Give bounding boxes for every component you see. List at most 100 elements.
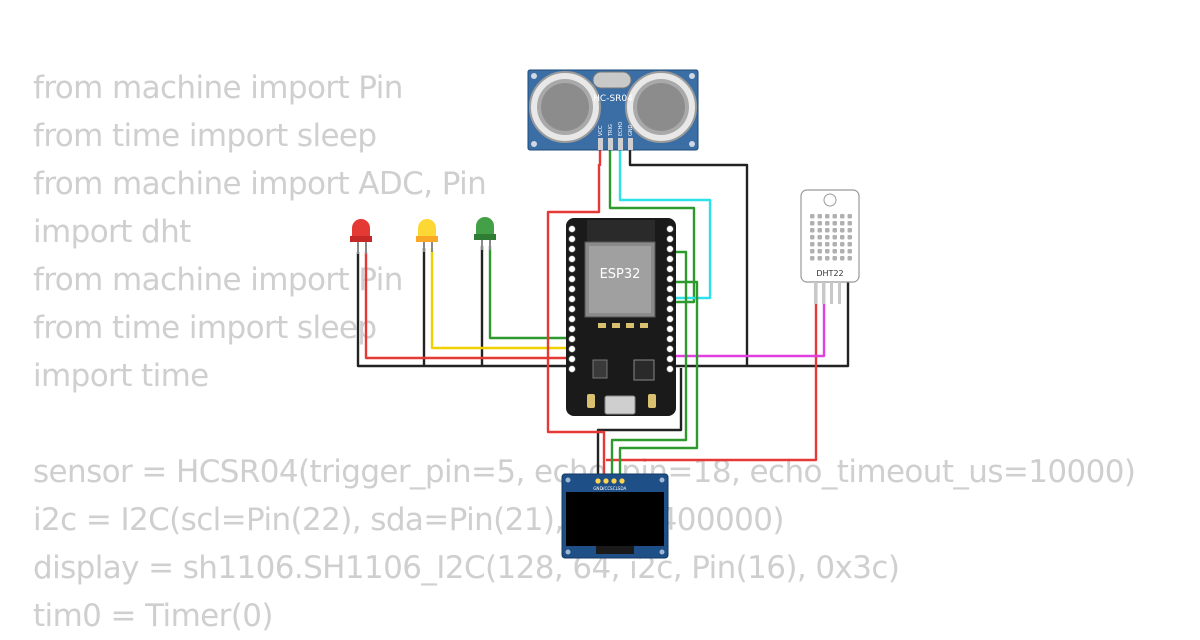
esp32-pin [568,315,576,323]
dht22-vent [810,228,815,233]
dht22-vent [810,214,815,219]
dht22-vent [847,249,852,254]
dht22-vent [810,221,815,226]
wire-echo [618,148,712,300]
code-overlay: from machine import Pin from time import … [33,64,1136,640]
esp32-pin [666,315,674,323]
dht22-vent [840,235,845,240]
oled-pin-sda: SDA [618,486,627,491]
wire-yellow-led-signal [430,248,575,350]
dht22-vent [847,221,852,226]
dht22-vent [810,249,815,254]
esp32-pin [666,225,674,233]
esp32-pin [666,265,674,273]
oled-pin-scl: SCL [610,486,619,491]
esp32-pin [568,235,576,243]
esp32-pin [666,355,674,363]
dht22-vent [840,256,845,261]
esp32-pin [568,345,576,353]
code-line: display = sh1106.SH1106_I2C(128, 64, i2c… [33,550,900,586]
dht22-vent [832,221,837,226]
esp32-pin [568,365,576,373]
code-line: from machine import ADC, Pin [33,166,487,202]
dht22-vent [832,228,837,233]
dht22-vent [840,221,845,226]
esp32-pin [666,305,674,313]
led-green [474,217,496,250]
dht22-vent [825,221,830,226]
wires [356,148,850,480]
dht22-vent [847,256,852,261]
esp32-pin [666,365,674,373]
ultrasonic-pin-echo: ECHO [618,122,624,136]
dht22-vent [817,214,822,219]
dht22-vent [817,249,822,254]
dht22-vent [832,256,837,261]
led-yellow [416,219,438,252]
wire-red-led-signal [364,252,575,360]
dht22-vent [825,235,830,240]
esp32-pin [666,235,674,243]
esp32-board: ESP32 [566,218,676,416]
esp32-pin [666,275,674,283]
esp32-pin [666,285,674,293]
code-line: sensor = HCSR04(trigger_pin=5, echo_pin=… [33,454,1136,490]
esp32-pin [568,255,576,263]
esp32-pin [666,295,674,303]
esp32-pin [666,345,674,353]
transducer-right [625,71,697,143]
esp32-pin [568,355,576,363]
dht22-vent [840,214,845,219]
dht22-vent [832,242,837,247]
dht22-vent [847,228,852,233]
dht22-vent [817,242,822,247]
wire-trig [608,148,696,304]
wire-oled-scl [610,250,688,480]
esp32-pin [568,305,576,313]
esp32-pin [568,335,576,343]
dht22-vent [817,256,822,261]
usb-port [604,395,636,415]
ultrasonic-pin-gnd: GND [628,124,634,136]
wire-ground-oled [596,368,683,480]
code-line: from time import sleep [33,118,377,154]
wire-power-ultrasonic [546,148,606,480]
esp32-pin [568,265,576,273]
dht22-vent [847,235,852,240]
oled-display: GND VCC SCL SDA [561,473,669,559]
dht22-vent [832,214,837,219]
transducer-left [529,71,601,143]
esp32-pin [568,225,576,233]
ultrasonic-label: HC-SR04 [593,94,633,104]
dht22-vent [832,249,837,254]
dht22-vent [840,249,845,254]
dht22-vent [825,249,830,254]
wire-oled-sda [618,280,699,480]
dht22-vent [810,242,815,247]
esp32-pin [666,335,674,343]
code-line: import time [33,358,209,394]
esp32-pin [568,275,576,283]
dht22-vent [825,256,830,261]
dht22-vent [840,242,845,247]
dht22-vent [840,228,845,233]
dht22-vent [825,214,830,219]
code-line: tim0 = Timer(0) [33,598,274,634]
dht22-vent [847,214,852,219]
oled-pin-vcc: VCC [602,486,611,491]
code-line: from machine import Pin [33,70,403,106]
esp32-pin [568,285,576,293]
led-red [350,219,372,254]
oled-pin-gnd: GND [593,486,603,491]
esp32-pin [568,295,576,303]
dht22-vent [817,221,822,226]
esp32-pins [568,225,674,373]
dht22-label: DHT22 [816,269,843,278]
code-line: from time import sleep [33,310,377,346]
esp32-pin [568,245,576,253]
dht22-vent [810,256,815,261]
wire-dht-data [666,280,826,358]
dht22-vent [825,228,830,233]
esp32-pin [666,325,674,333]
